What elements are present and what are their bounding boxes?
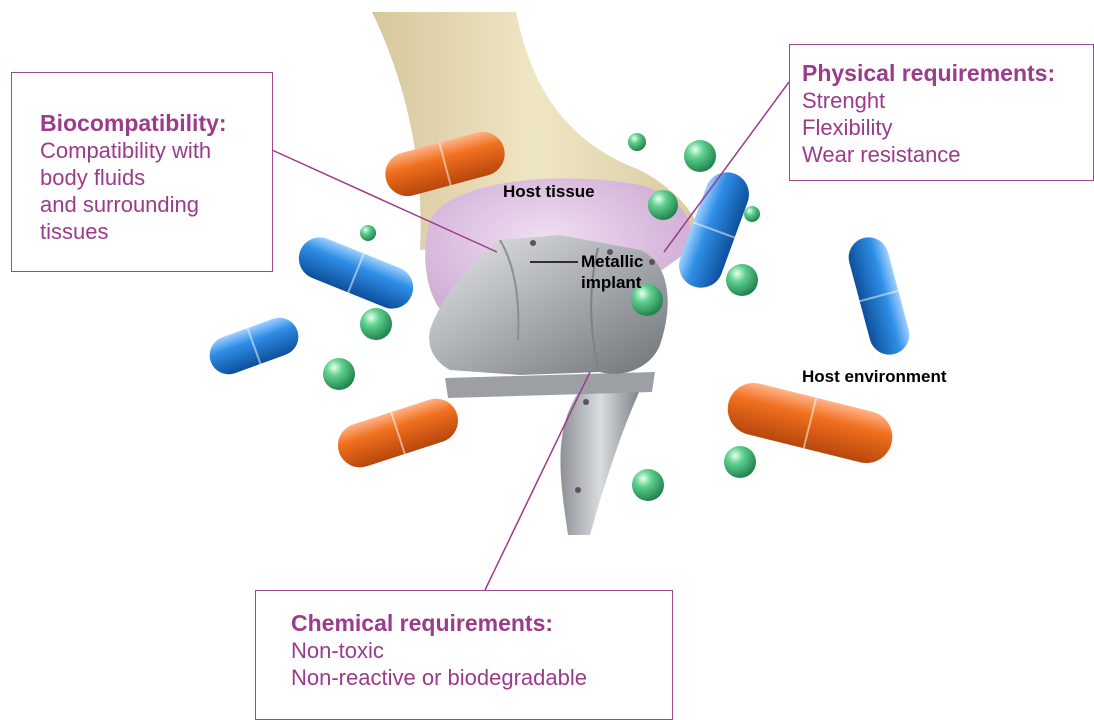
green-sphere (684, 140, 716, 172)
metallic-implant-label: Metallic implant (581, 251, 643, 293)
biocompatibility-line: Compatibility with (40, 137, 272, 164)
chemical-line: Non-reactive or biodegradable (291, 664, 672, 691)
metallic-implant-label-line: Metallic (581, 251, 643, 272)
green-sphere (628, 133, 646, 151)
chemical-line: Non-toxic (291, 637, 672, 664)
green-sphere (323, 358, 355, 390)
host-tissue-label: Host tissue (503, 181, 595, 202)
blue-capsule (293, 231, 420, 315)
host-environment-label: Host environment (802, 366, 947, 387)
chemical-title: Chemical requirements: (291, 609, 672, 637)
green-sphere (360, 308, 392, 340)
green-sphere (726, 264, 758, 296)
tibial-stem (560, 390, 640, 535)
biocompatibility-box: Biocompatibility: Compatibility with bod… (11, 72, 273, 272)
physical-requirements-box: Physical requirements: Strenght Flexibil… (789, 44, 1094, 181)
green-sphere (648, 190, 678, 220)
physical-line: Wear resistance (802, 141, 1093, 168)
physical-title: Physical requirements: (802, 59, 1093, 87)
green-sphere (724, 446, 756, 478)
biocompatibility-line: body fluids (40, 164, 272, 191)
physical-line: Strenght (802, 87, 1093, 114)
biocompatibility-line: tissues (40, 218, 272, 245)
orange-capsule (332, 393, 464, 473)
blue-capsule (204, 312, 303, 379)
green-sphere (360, 225, 376, 241)
physical-line: Flexibility (802, 114, 1093, 141)
green-sphere (632, 469, 664, 501)
biocompatibility-line: and surrounding (40, 191, 272, 218)
green-sphere (744, 206, 760, 222)
biocompatibility-title: Biocompatibility: (40, 109, 272, 137)
chemical-requirements-box: Chemical requirements: Non-toxic Non-rea… (255, 590, 673, 720)
metallic-implant-label-line: implant (581, 272, 643, 293)
blue-capsule (844, 233, 914, 359)
